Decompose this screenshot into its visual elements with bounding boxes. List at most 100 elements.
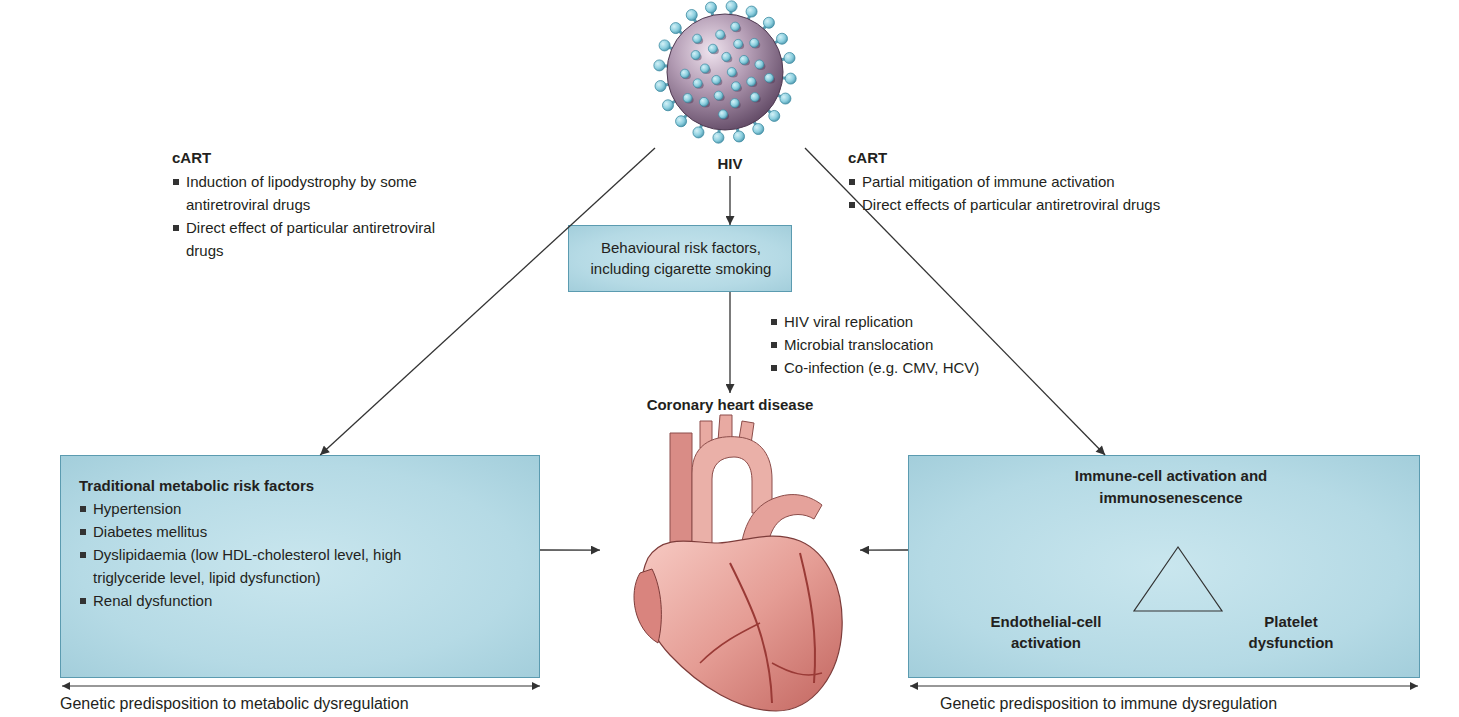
virus-spike-stem — [662, 83, 672, 85]
virus-spike-knob — [693, 127, 704, 138]
virus-spike-knob — [763, 17, 774, 28]
virus-spike-stem — [729, 8, 733, 18]
virus-knob-shadow — [720, 113, 729, 120]
bullet-mark — [771, 319, 777, 325]
artery-branch — [718, 415, 732, 441]
bullet-mark — [849, 202, 855, 208]
connector-arrow — [729, 176, 730, 225]
range-arrow — [62, 685, 540, 686]
virus-spike-knob — [777, 33, 788, 44]
virus-knob-shadow — [732, 25, 741, 32]
connector-arrow — [729, 292, 730, 393]
virus-surface-knob — [722, 52, 731, 61]
risk-item: Hypertension — [93, 500, 181, 517]
virus-spike-stem — [736, 125, 738, 135]
risk-item-item: Diabetes mellitus — [79, 520, 423, 543]
interaction-triangle — [1134, 547, 1222, 611]
mechanism-label: Endothelial-cell activation — [976, 611, 1116, 653]
virus-spike-knob — [785, 73, 796, 84]
aortic-arch — [692, 437, 772, 553]
connector-arrow — [860, 549, 908, 550]
virus-surface-knob — [712, 75, 721, 84]
bullet-mark — [80, 552, 86, 558]
risk-item: Dyslipidaemia (low HDL-cholesterol level… — [93, 546, 401, 586]
virus-knob-shadow — [717, 33, 726, 40]
virus-knob-shadow — [756, 63, 765, 70]
virus-spike-stem — [774, 94, 783, 98]
predisposition-note: Genetic predisposition to immune dysregu… — [940, 694, 1420, 714]
connector-arrow — [540, 549, 600, 550]
bullet-mark — [771, 342, 777, 348]
virus-spike-knob — [670, 23, 681, 34]
node-label: HIV — [655, 154, 805, 174]
drug-effect-heading: cART — [848, 148, 887, 168]
virus-surface-knob — [727, 68, 736, 77]
bullet-mark — [173, 225, 179, 231]
virus-spike-stem — [670, 99, 679, 104]
disease-node: Coronary heart disease — [600, 393, 860, 717]
virus-knob-shadow — [716, 94, 725, 101]
virus-spike-stem — [699, 121, 703, 130]
drug-effect-note: Direct effect of particular antiretrovir… — [186, 219, 435, 259]
virus-node: HIV — [655, 4, 805, 176]
virus-knob-shadow — [682, 72, 691, 79]
virus-surface-knob — [765, 73, 774, 82]
risk-item-item: Hypertension — [79, 497, 423, 520]
virus-knob-shadow — [694, 37, 703, 44]
virus-knob-shadow — [710, 47, 719, 54]
connector-arrow — [805, 148, 1105, 455]
virus-spike-knob — [686, 9, 697, 20]
virus-knob-shadow — [751, 41, 760, 48]
metabolic-box: Traditional metabolic risk factorsHypert… — [60, 455, 540, 678]
virus-spike-knob — [713, 132, 724, 143]
virus-spike-knob — [662, 100, 673, 111]
drug-effect-note: Induction of lipodystrophy by some antir… — [186, 173, 417, 213]
virus-surface-knob — [693, 34, 702, 43]
virus-spike-stem — [752, 119, 757, 128]
virus-surface-knob — [730, 99, 739, 108]
virus-knob-shadow — [685, 96, 694, 103]
virus-surface-knob — [699, 97, 708, 106]
bullet-mark — [80, 598, 86, 604]
bullet-mark — [80, 506, 86, 512]
mechanism-note-item: Microbial translocation — [770, 333, 1030, 356]
virus-surface-knob — [750, 93, 759, 102]
pulmonary-trunk — [740, 495, 822, 568]
virus-surface-knob — [719, 110, 728, 119]
virus-surface-knob — [731, 22, 740, 31]
virus-spike-stem — [778, 58, 788, 60]
bullet-mark — [849, 179, 855, 185]
virus-knob-shadow — [748, 80, 757, 87]
predisposition-note: Genetic predisposition to metabolic dysr… — [60, 694, 540, 714]
mechanism-note-item: Co-infection (e.g. CMV, HCV) — [770, 356, 1030, 379]
virus-spike-knob — [659, 40, 670, 51]
box-heading: Traditional metabolic risk factors — [79, 474, 519, 497]
coronary-vessel — [730, 563, 772, 703]
bullet-mark — [80, 529, 86, 535]
virus-knob-shadow — [752, 96, 761, 103]
virus-spike-stem — [779, 76, 789, 80]
connector-arrow — [320, 148, 655, 455]
virus-spike-stem — [666, 46, 675, 50]
risk-factor-box: Behavioural risk factors, including ciga… — [568, 225, 792, 292]
virus-spike-knob — [746, 6, 757, 17]
virus-spike-knob — [654, 60, 665, 71]
virus-surface-knobs — [680, 22, 775, 120]
box-heading: Immune-cell activation and immunosenesce… — [1051, 465, 1291, 509]
risk-item-item: Renal dysfunction — [79, 589, 423, 612]
virus-surface-knob — [750, 38, 759, 47]
bullet-mark — [173, 179, 179, 185]
right-atrium — [634, 569, 661, 643]
risk-item: Renal dysfunction — [93, 592, 212, 609]
drug-effect-note-item: Partial mitigation of immune activation — [848, 170, 1162, 193]
artery-branch — [738, 421, 754, 451]
virus-surface-knob — [683, 93, 692, 102]
drug-effect-note-item: Direct effect of particular antiretrovir… — [172, 216, 456, 262]
virus-spike-knob — [769, 110, 780, 121]
drug-effect-note: Direct effects of particular antiretrovi… — [862, 196, 1160, 213]
virus-spike-stem — [677, 29, 684, 36]
virus-knob-shadow — [735, 42, 744, 49]
virus-surface-knob — [747, 77, 756, 86]
virus-spike-stem — [717, 126, 721, 136]
